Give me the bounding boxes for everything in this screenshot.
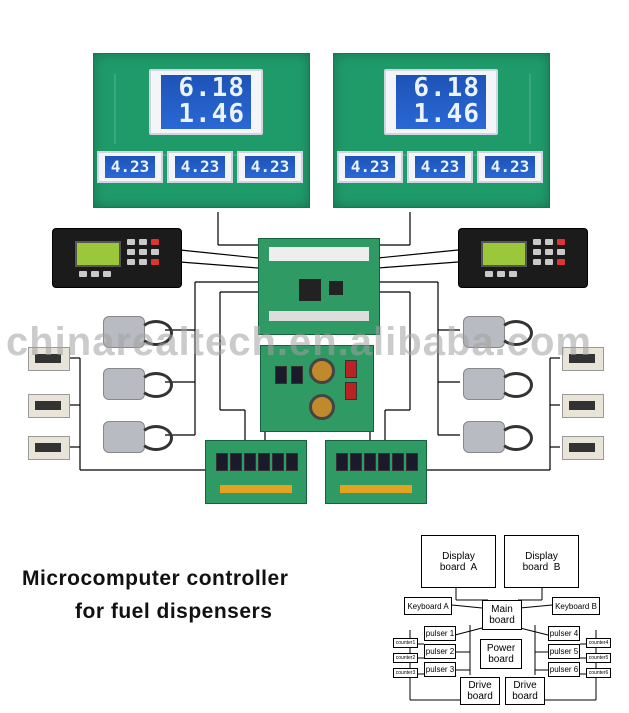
counter-unit (562, 436, 604, 460)
sub-lcd-a1: 4.23 (97, 151, 163, 183)
power-board (260, 345, 374, 432)
schematic-display-board-a: Display board A (421, 535, 496, 588)
amount-readout-b: 6.18 (413, 73, 480, 103)
wiring-lines (70, 212, 560, 471)
schematic-counter-6: counter6 (586, 668, 611, 678)
schematic-pulser-5: pulser 5 (548, 644, 580, 659)
drive-board-left (205, 440, 307, 504)
schematic-keyboard-a: Keyboard A (404, 597, 452, 615)
schematic-pulser-1: pulser 1 (424, 626, 456, 641)
schematic-drive-board-left: Drive board (460, 677, 500, 705)
keyboard-unit-b (458, 228, 588, 288)
schematic-counter-3: counter3 (393, 668, 418, 678)
schematic-pulser-2: pulser 2 (424, 644, 456, 659)
title-line-1: Microcomputer controller (22, 567, 289, 590)
sub-lcd-b3: 4.23 (477, 151, 543, 183)
pulser-unit (455, 310, 533, 350)
schematic-counter-5: counter5 (586, 653, 611, 663)
schematic-display-board-b: Display board B (504, 535, 579, 588)
display-board-b: 6.18 1.46 4.23 4.23 4.23 (333, 53, 550, 208)
pulser-unit (95, 362, 173, 402)
title-line-2: for fuel dispensers (75, 600, 273, 623)
main-lcd-a: 6.18 1.46 (149, 69, 263, 135)
pulser-unit (95, 415, 173, 455)
drive-board-right (325, 440, 427, 504)
schematic-counter-4: counter4 (586, 638, 611, 648)
counter-unit (28, 347, 70, 371)
counter-unit (562, 347, 604, 371)
counter-unit (562, 394, 604, 418)
schematic-counter-1: counter1 (393, 638, 418, 648)
schematic-pulser-6: pulser 6 (548, 662, 580, 677)
keyboard-unit-a (52, 228, 182, 288)
counter-unit (28, 394, 70, 418)
counter-unit (28, 436, 70, 460)
schematic-pulser-3: pulser 3 (424, 662, 456, 677)
schematic-drive-board-right: Drive board (505, 677, 545, 705)
schematic-keyboard-b: Keyboard B (552, 597, 600, 615)
sub-lcd-b2: 4.23 (407, 151, 473, 183)
main-lcd-b: 6.18 1.46 (384, 69, 498, 135)
volume-readout-a: 1.46 (178, 99, 245, 129)
sub-lcd-a3: 4.23 (237, 151, 303, 183)
pulser-unit (95, 310, 173, 350)
schematic-main-board: Main board (482, 600, 522, 630)
schematic-counter-2: counter2 (393, 653, 418, 663)
watermark: chinarealtech.en.alibaba.com (6, 320, 592, 364)
schematic-power-board: Power board (480, 639, 522, 669)
sub-lcd-a2: 4.23 (167, 151, 233, 183)
main-controller-board (258, 238, 380, 335)
schematic-pulser-4: pulser 4 (548, 626, 580, 641)
volume-readout-b: 1.46 (413, 99, 480, 129)
pulser-unit (455, 362, 533, 402)
display-board-a: 6.18 1.46 4.23 4.23 4.23 (93, 53, 310, 208)
sub-lcd-b1: 4.23 (337, 151, 403, 183)
pulser-unit (455, 415, 533, 455)
amount-readout-a: 6.18 (178, 73, 245, 103)
